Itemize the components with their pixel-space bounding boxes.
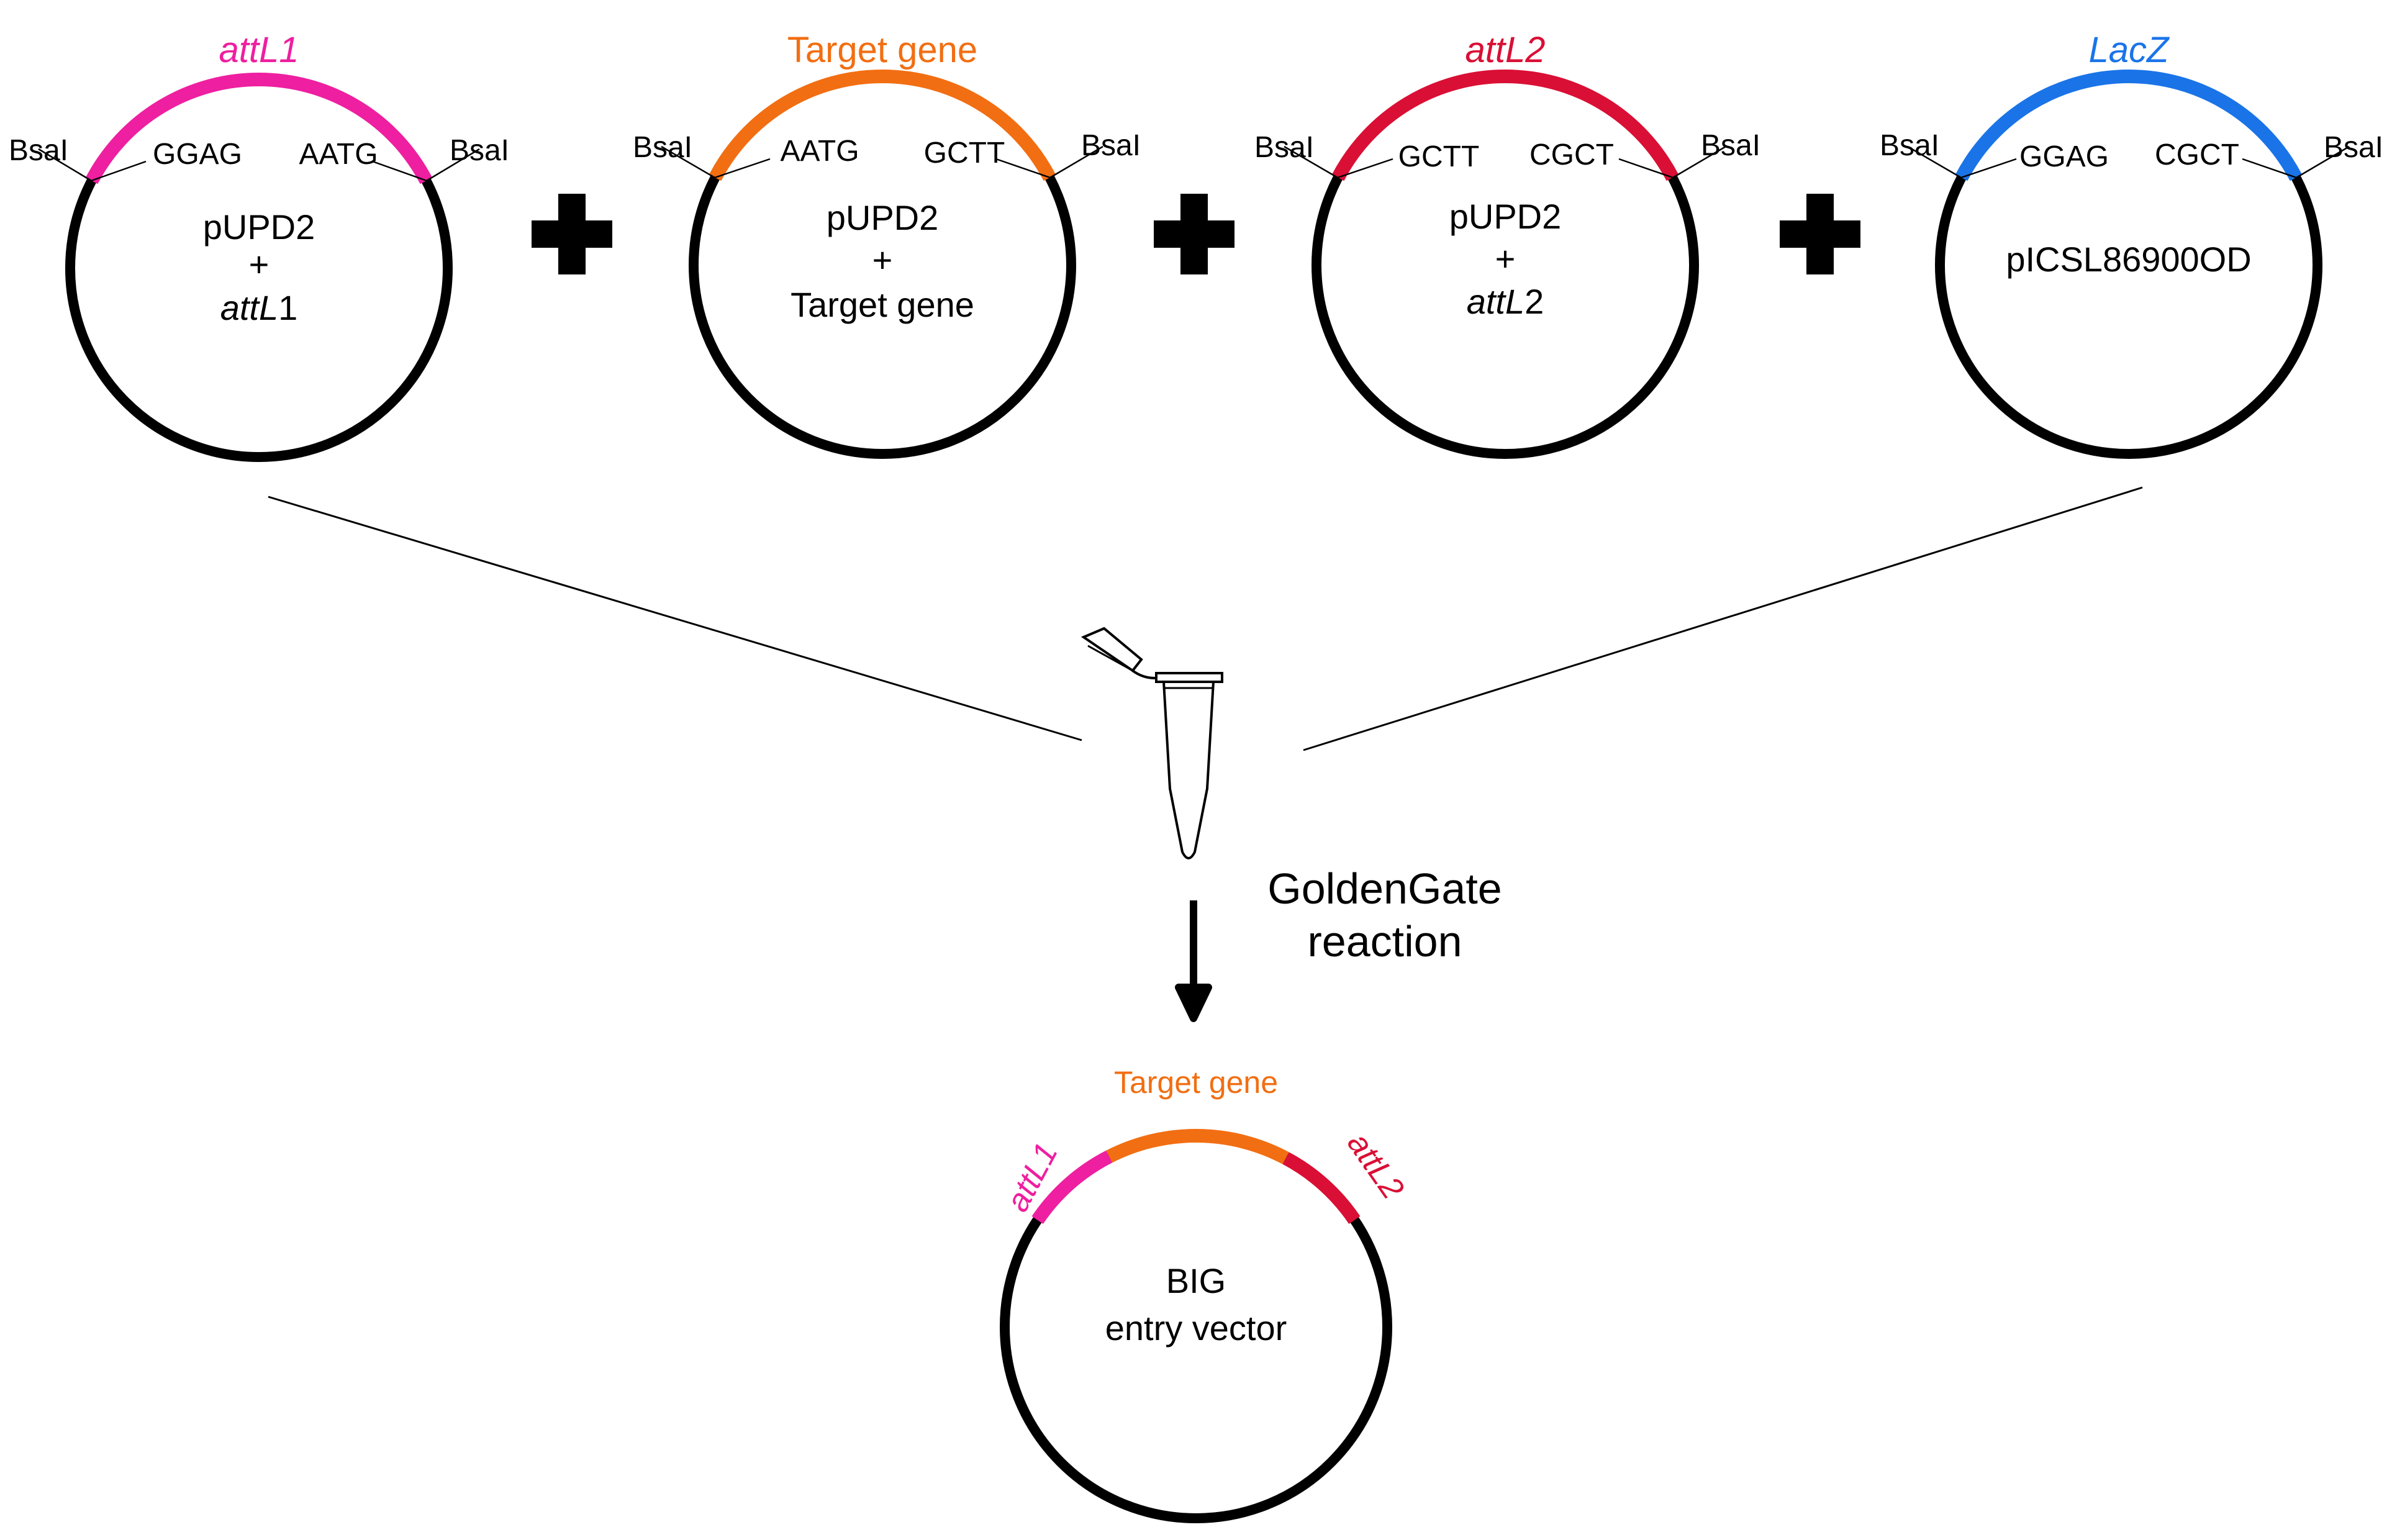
overhang-label-left: GGAG bbox=[153, 138, 242, 171]
microcentrifuge-tube-icon bbox=[1080, 627, 1223, 859]
plasmid-name: pICSL86900OD bbox=[2006, 240, 2251, 279]
segment-label: attL2 bbox=[1466, 30, 1546, 70]
plasmid-lacz: LacZ BsaI BsaI GGAG CGCT pICSL86900OD bbox=[1880, 30, 2383, 459]
overhang-label-right: CGCT bbox=[1529, 138, 1614, 171]
bsai-label-right: BsaI bbox=[1081, 129, 1141, 162]
bsai-site-line-right bbox=[1672, 145, 1726, 179]
overhang-label-left: AATG bbox=[780, 135, 859, 168]
bsai-label-left: BsaI bbox=[9, 134, 68, 167]
insert-italic: attL bbox=[220, 288, 278, 327]
attl2-segment bbox=[1282, 1152, 1361, 1225]
plus-icon bbox=[1154, 194, 1235, 274]
plasmid-insert: attL2 bbox=[1467, 282, 1544, 321]
plasmid-attl1: attL1 BsaI BsaI GGAG AATG pUPD2 + attL1 bbox=[9, 30, 509, 462]
segment-label: LacZ bbox=[2089, 30, 2171, 70]
overhang-label-right: CGCT bbox=[2155, 138, 2239, 171]
product-name-line1: BIG bbox=[1166, 1261, 1226, 1300]
overhang-line-right bbox=[2242, 158, 2297, 179]
bsai-site-line-left bbox=[1907, 145, 1962, 179]
bsai-site-line-left bbox=[661, 145, 715, 179]
plasmid-plus: + bbox=[872, 240, 893, 279]
overhang-line-right bbox=[995, 158, 1051, 179]
overhang-line-right bbox=[1618, 158, 1674, 179]
attl2-segment bbox=[1331, 69, 1679, 181]
insert-plain: 2 bbox=[1524, 282, 1544, 321]
bsai-label-right: BsaI bbox=[450, 134, 509, 167]
bsai-site-line-right bbox=[426, 148, 480, 182]
overhang-label-left: GCTT bbox=[1398, 140, 1480, 173]
bsai-site-line-left bbox=[38, 148, 92, 182]
bsai-site-line-left bbox=[1284, 145, 1338, 179]
overhang-line-left bbox=[1337, 158, 1393, 179]
overhang-line-right bbox=[372, 160, 427, 182]
attl1-segment bbox=[85, 72, 433, 184]
converge-line-left bbox=[268, 496, 1082, 741]
target-gene-segment bbox=[1106, 1129, 1289, 1164]
plus-icon bbox=[1780, 194, 1860, 274]
plasmid-plus: + bbox=[1495, 239, 1516, 278]
overhang-line-left bbox=[714, 158, 771, 179]
bsai-label-right: BsaI bbox=[1701, 129, 1760, 162]
bsai-label-left: BsaI bbox=[1880, 129, 1939, 162]
overhang-label-right: GCTT bbox=[924, 137, 1005, 170]
bsai-label-left: BsaI bbox=[633, 131, 692, 164]
down-arrow-icon bbox=[1175, 900, 1212, 1022]
bsai-site-line-right bbox=[1049, 145, 1103, 179]
overhang-line-left bbox=[1960, 158, 2017, 179]
plasmid-name: pUPD2 bbox=[203, 207, 315, 247]
plasmid-attl2: attL2 BsaI BsaI GCTT CGCT pUPD2 + attL2 bbox=[1254, 30, 1760, 459]
plasmid-plus: + bbox=[249, 245, 270, 284]
target-gene-label: Target gene bbox=[1114, 1065, 1278, 1100]
product-plasmid: Target gene attL1 attL2 BIG entry vector bbox=[999, 1065, 1411, 1523]
insert-italic: attL bbox=[1467, 282, 1524, 321]
attl2-label: attL2 bbox=[1340, 1126, 1411, 1206]
plasmid-name: pUPD2 bbox=[1449, 197, 1562, 236]
reaction-caption-line2: reaction bbox=[1307, 917, 1462, 966]
target-gene-segment bbox=[709, 69, 1056, 181]
attl1-segment bbox=[1031, 1150, 1113, 1225]
plasmid-target-gene: Target gene BsaI BsaI AATG GCTT pUPD2 + … bbox=[633, 30, 1141, 459]
plus-icon bbox=[532, 194, 612, 274]
lacz-segment bbox=[1955, 69, 2303, 181]
reaction-caption-line1: GoldenGate bbox=[1267, 864, 1502, 913]
product-name-line2: entry vector bbox=[1105, 1308, 1287, 1348]
insert-plain: Target gene bbox=[791, 285, 974, 324]
converge-line-right bbox=[1303, 486, 2143, 751]
insert-plain: 1 bbox=[278, 288, 297, 327]
plasmid-insert: Target gene bbox=[791, 285, 974, 324]
segment-label: Target gene bbox=[787, 30, 977, 70]
bsai-label-left: BsaI bbox=[1254, 131, 1314, 164]
overhang-label-right: AATG bbox=[299, 138, 378, 171]
bsai-label-right: BsaI bbox=[2324, 131, 2383, 164]
plasmid-name: pUPD2 bbox=[827, 198, 939, 237]
plasmid-insert: attL1 bbox=[220, 288, 298, 327]
bsai-site-line-right bbox=[2296, 145, 2350, 179]
overhang-line-left bbox=[91, 160, 147, 182]
segment-label: attL1 bbox=[219, 30, 299, 70]
overhang-label-left: GGAG bbox=[2019, 140, 2109, 173]
